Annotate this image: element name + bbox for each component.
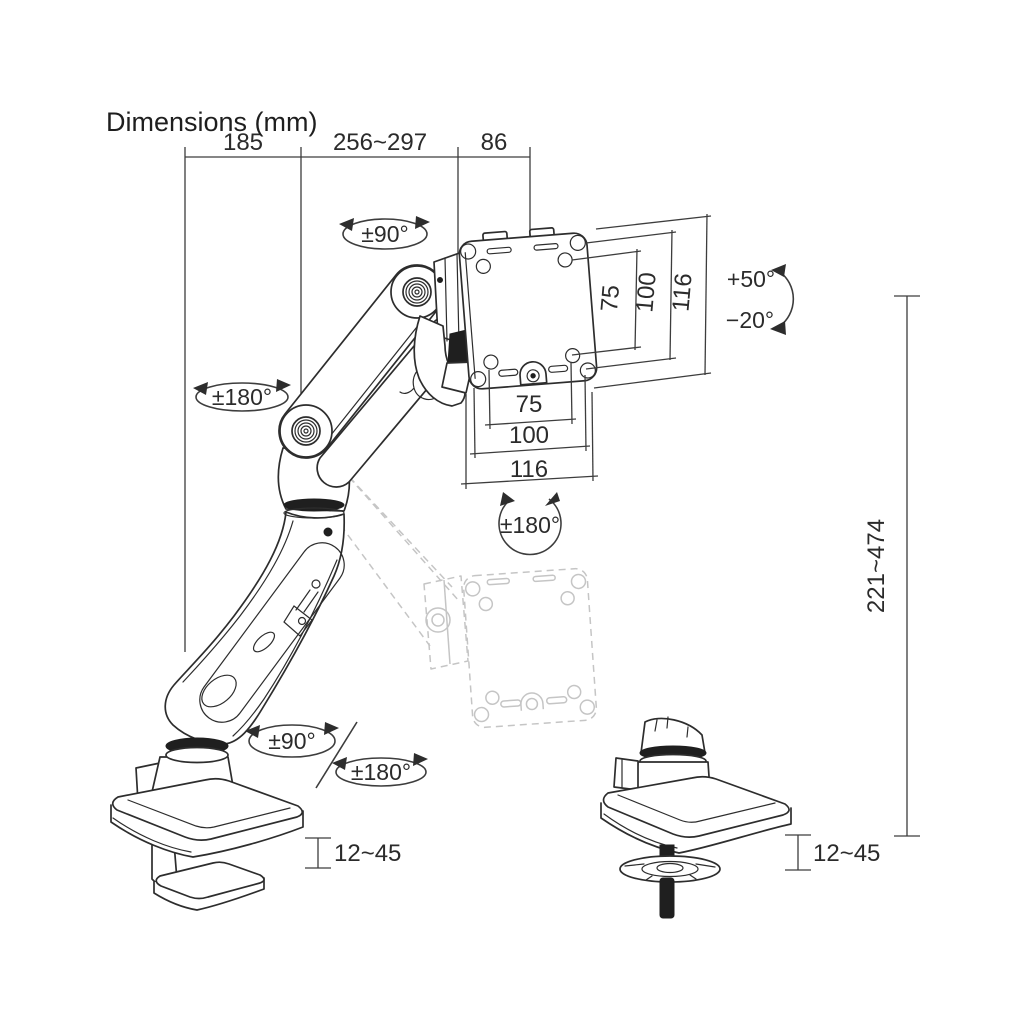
ghost-vesa-plate [462,567,598,729]
dim-vesa-side: 75 100 116 [571,213,712,389]
dim-vesa-side-100: 100 [631,271,661,313]
tilt-annotation: +50° −20° [726,264,795,335]
vesa-hole [569,234,586,251]
dim-grommet-thickness: 12~45 [785,834,880,871]
lower-arm [164,511,346,764]
dim-vesa-bottom-75: 75 [516,391,543,418]
vesa-hole [483,354,499,370]
vesa-hole [475,258,491,274]
dim-arm-front-label: 256~297 [333,129,427,156]
height-range-label: 221~474 [863,519,890,613]
tilt-up-label: +50° [727,266,775,292]
base-plate-top [111,777,304,841]
dim-arm-rear-label: 185 [223,129,263,156]
base-swivel-90-label: ±90° [268,728,315,754]
dim-head-depth-label: 86 [481,129,508,156]
diagram-title: Dimensions (mm) [106,107,318,137]
dim-top-width: 185 256~297 86 [184,129,531,652]
dim-vesa-bottom-100: 100 [509,422,549,449]
clamp-thickness-label: 12~45 [334,840,401,867]
vesa-plate [458,227,598,390]
ghost-head-joint [423,575,469,670]
vesa-rotation-label: ±180° [500,512,560,538]
grommet-column [640,717,706,754]
clamp-pad [155,861,265,900]
dim-vesa-bottom: 75 100 116 [460,361,599,489]
dim-vesa-bottom-116: 116 [510,456,548,483]
clamp-base [110,756,304,911]
rotation-elbow-180: ±180° [193,379,291,412]
rotation-head-90: ±90° [339,216,430,250]
grommet-thickness-label: 12~45 [813,840,880,867]
elbow-swivel-label: ±180° [212,384,272,410]
grommet-bolt-lower [659,877,675,919]
dim-vesa-side-75: 75 [596,284,625,313]
dim-height-range: 221~474 [863,295,920,837]
dim-vesa-side-116: 116 [667,272,697,312]
head-swivel-label: ±90° [361,221,408,247]
grommet-base [600,716,792,919]
rotation-vesa-180: ±180° [498,492,562,556]
vesa-plate-body [458,232,598,390]
tilt-down-label: −20° [726,307,774,333]
rotation-base: ±90° ±180° [245,721,428,789]
vesa-hole [470,371,487,388]
vesa-hole [579,362,596,379]
dim-clamp-thickness: 12~45 [305,837,401,869]
lower-arm-window [199,542,345,723]
ghost-arm-lowered [304,450,598,729]
vesa-hole [565,348,581,364]
adjustment-screw [323,527,333,537]
vesa-hole [460,243,477,260]
lower-arm-body [164,511,346,745]
base-swivel-180-label: ±180° [351,759,411,785]
grommet-plate-top [602,775,790,838]
